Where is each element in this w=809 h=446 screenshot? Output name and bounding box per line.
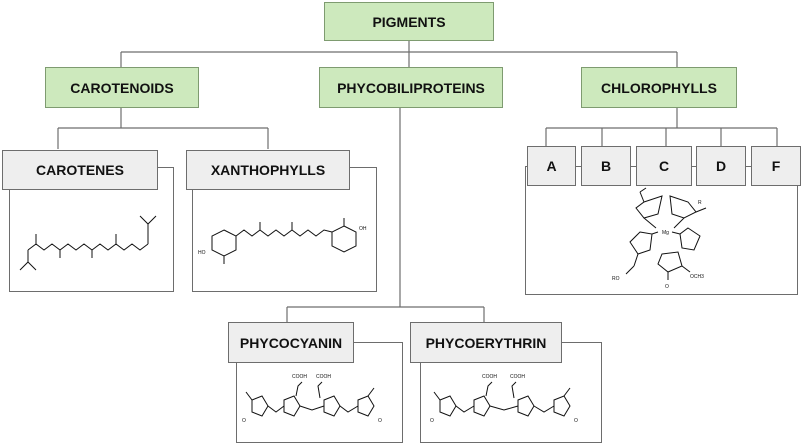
phycocyanin-label: PHYCOCYANIN [239,334,343,351]
chlorophyll-d-label: D [715,158,727,174]
carotenoids-label: CAROTENOIDS [70,79,174,96]
phycoerythrin-cooh-2: COOH [510,374,525,380]
chlorophyll-f-box: F [751,146,801,186]
phycocyanin-box: PHYCOCYANIN [228,322,354,363]
carotene-structure-drawing [14,200,170,286]
phycoerythrin-o-right: O [574,418,578,424]
pigments-label: PIGMENTS [372,13,446,30]
chlorophyll-a-box: A [527,146,576,186]
chlorophyll-structure-panel [525,166,798,295]
phycoerythrin-o-left: O [430,418,434,424]
chlorophyll-a-label: A [546,158,557,174]
chlorophyll-structure-drawing: Mg R RO OCH3 O [610,187,720,292]
phycocyanin-o-left: O [242,418,246,424]
chlorophylls-label: CHLOROPHYLLS [601,79,717,96]
phycobiliproteins-label: PHYCOBILIPROTEINS [337,79,485,96]
phycoerythrin-box: PHYCOERYTHRIN [410,322,562,363]
chlorophyll-c-box: C [636,146,692,186]
phycoerythrin-label: PHYCOERYTHRIN [425,334,547,351]
pigments-box: PIGMENTS [324,2,494,41]
chlorophylls-box: CHLOROPHYLLS [581,67,737,108]
xanthophyll-oh-right: OH [359,226,367,232]
phycocyanin-cooh-2: COOH [316,374,331,380]
chlorophyll-r-label: R [698,200,702,206]
xanthophylls-label: XANTHOPHYLLS [210,162,326,178]
chlorophyll-o-label: O [665,284,669,290]
phycoerythrin-structure-drawing: COOH COOH O O [426,372,596,438]
chlorophyll-c-label: C [658,158,670,174]
chlorophyll-d-box: D [696,146,746,186]
carotenes-label: CAROTENES [36,162,124,178]
chlorophyll-ro-label: RO [612,276,620,282]
phycocyanin-cooh-1: COOH [292,374,307,380]
carotenoids-box: CAROTENOIDS [45,67,199,108]
xanthophyll-structure-drawing: HO OH [196,200,374,286]
phycocyanin-o-right: O [378,418,382,424]
chlorophyll-b-label: B [600,158,612,174]
phycoerythrin-cooh-1: COOH [482,374,497,380]
chlorophyll-b-box: B [581,146,631,186]
chlorophyll-f-label: F [771,158,781,174]
phycocyanin-structure-drawing: COOH COOH O O [240,372,398,438]
carotenes-box: CAROTENES [2,150,158,190]
xanthophylls-box: XANTHOPHYLLS [186,150,350,190]
chlorophyll-mg-label: Mg [662,230,669,236]
phycobiliproteins-box: PHYCOBILIPROTEINS [319,67,503,108]
chlorophyll-och3-label: OCH3 [690,274,704,280]
xanthophyll-oh-left: HO [198,250,206,256]
